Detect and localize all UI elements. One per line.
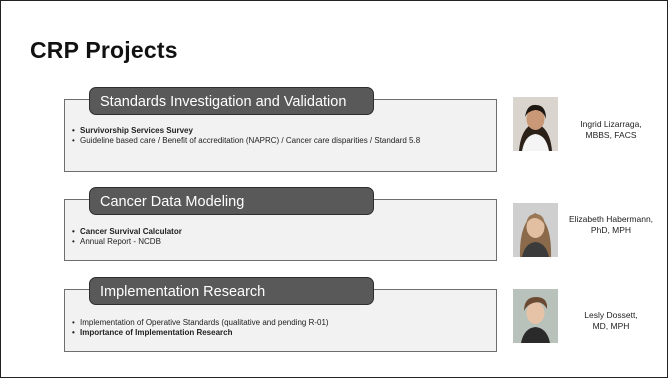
portrait-photo: [513, 97, 558, 151]
person-name-line: Elizabeth Habermann,: [568, 214, 654, 224]
person-name-line: Lesly Dossett,: [584, 310, 638, 320]
person-name: Elizabeth Habermann, PhD, MPH: [556, 214, 666, 236]
person-credentials: MD, MPH: [592, 321, 630, 331]
bullet-list: Survivorship Services Survey Guideline b…: [71, 126, 488, 146]
bullet-item: Guideline based care / Benefit of accred…: [71, 136, 488, 146]
person-name: Lesly Dossett, MD, MPH: [556, 310, 666, 332]
bullet-item: Survivorship Services Survey: [71, 126, 488, 136]
bullet-item: Annual Report - NCDB: [71, 237, 488, 247]
portrait-photo: [513, 289, 558, 343]
person-name: Ingrid Lizarraga, MBBS, FACS: [556, 119, 666, 141]
portrait-image: [513, 203, 558, 257]
bullet-list: Implementation of Operative Standards (q…: [71, 318, 488, 338]
bullet-item: Cancer Survival Calculator: [71, 227, 488, 237]
bullet-item: Implementation of Operative Standards (q…: [71, 318, 488, 328]
person-name-line: Ingrid Lizarraga,: [580, 119, 642, 129]
project-header: Cancer Data Modeling: [89, 187, 374, 215]
bullet-list: Cancer Survival Calculator Annual Report…: [71, 227, 488, 247]
bullet-item: Importance of Implementation Research: [71, 328, 488, 338]
portrait-photo: [513, 203, 558, 257]
person-credentials: PhD, MPH: [590, 225, 632, 235]
portrait-image: [513, 97, 558, 151]
project-header: Standards Investigation and Validation: [89, 87, 374, 115]
slide-title: CRP Projects: [30, 37, 178, 63]
project-header: Implementation Research: [89, 277, 374, 305]
person-credentials: MBBS, FACS: [585, 130, 637, 140]
portrait-image: [513, 289, 558, 343]
